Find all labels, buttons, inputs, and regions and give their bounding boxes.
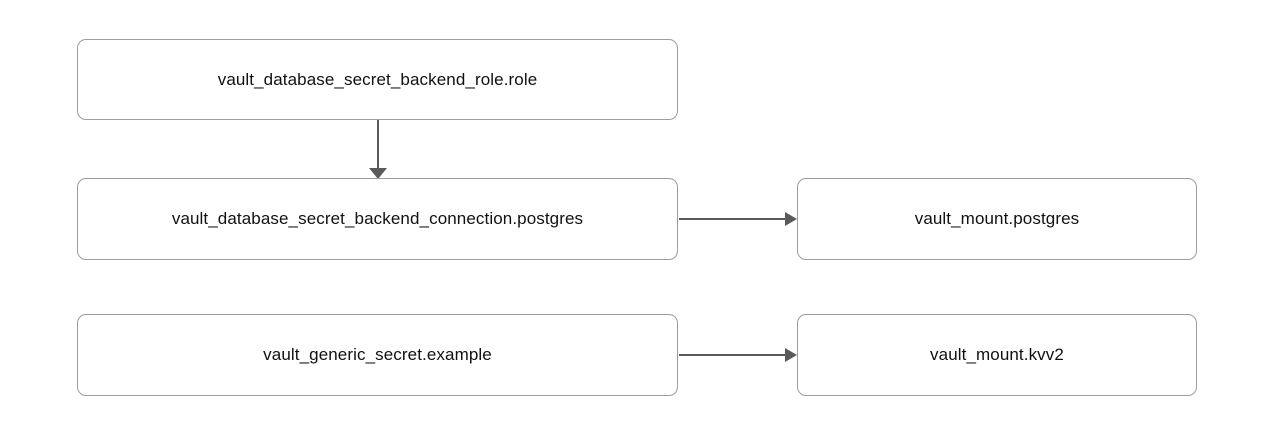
node-vault-database-secret-backend-connection[interactable]: vault_database_secret_backend_connection… (77, 178, 678, 260)
node-label: vault_database_secret_backend_connection… (171, 209, 584, 228)
node-vault-mount-kvv2[interactable]: vault_mount.kvv2 (797, 314, 1197, 396)
arrowhead-right-icon (785, 348, 797, 362)
node-label: vault_database_secret_backend_role.role (217, 69, 538, 89)
node-label: vault_mount.kvv2 (930, 345, 1064, 364)
node-vault-mount-postgres[interactable]: vault_mount.postgres (797, 178, 1197, 260)
edge-role-to-connection (369, 119, 387, 179)
node-label: vault_generic_secret.example (263, 345, 492, 364)
node-vault-database-secret-backend-role[interactable]: vault_database_secret_backend_role.role (77, 39, 678, 120)
arrowhead-right-icon (785, 212, 797, 226)
node-label: vault_mount.postgres (914, 209, 1080, 228)
node-vault-generic-secret-example[interactable]: vault_generic_secret.example (77, 314, 678, 396)
edge-connection-to-mount-postgres (679, 212, 797, 226)
arrowhead-down-icon (369, 168, 387, 179)
edge-generic-secret-to-mount-kvv2 (679, 348, 797, 362)
